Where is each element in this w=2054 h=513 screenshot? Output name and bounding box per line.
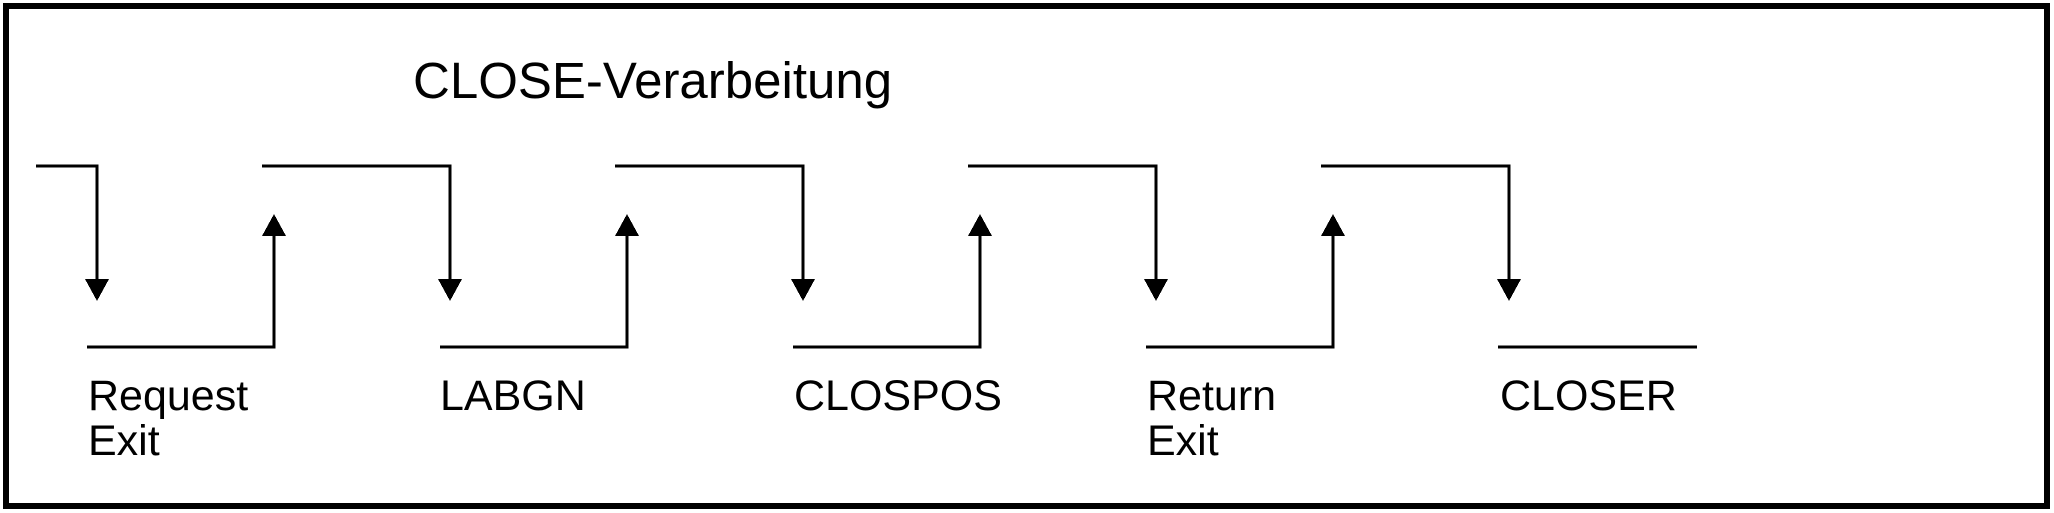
return-line [793, 235, 982, 349]
up-arrow-icon [968, 214, 992, 236]
flow-step-return-exit [968, 164, 1345, 349]
step-label-closer: CLOSER [1500, 374, 1677, 419]
return-line [87, 235, 276, 349]
diagram-title: CLOSE-Verarbeitung [413, 52, 893, 109]
step-label-labgn: LABGN [440, 374, 586, 419]
step-label-line: CLOSPOS [794, 372, 1002, 420]
down-arrow-icon [791, 279, 815, 301]
down-arrow-icon [1497, 279, 1521, 301]
flow-step-labgn [262, 164, 639, 349]
step-label-line: Return [1147, 372, 1277, 420]
step-label-line: Request [88, 372, 249, 420]
diagram-frame [3, 3, 2050, 509]
flow-step-request-exit [36, 164, 286, 349]
call-line [36, 164, 99, 282]
call-line [262, 164, 452, 282]
up-arrow-icon [262, 214, 286, 236]
return-line [440, 235, 629, 349]
up-arrow-icon [1321, 214, 1345, 236]
call-line [1321, 164, 1511, 282]
down-arrow-icon [1144, 279, 1168, 301]
step-label-line: LABGN [440, 372, 586, 420]
call-line [615, 164, 805, 282]
call-line [968, 164, 1158, 282]
step-label-clospos: CLOSPOS [794, 374, 1002, 419]
step-label-line: Exit [88, 417, 160, 465]
step-label-line: CLOSER [1500, 372, 1677, 420]
return-line [1146, 235, 1335, 349]
step-label-return-exit: Return Exit [1147, 374, 1276, 464]
flow-step-closer [1321, 164, 1697, 349]
step-label-line: Exit [1147, 417, 1219, 465]
down-arrow-icon [85, 279, 109, 301]
down-arrow-icon [438, 279, 462, 301]
up-arrow-icon [615, 214, 639, 236]
step-label-request-exit: Request Exit [88, 374, 248, 464]
flow-step-clospos [615, 164, 992, 349]
